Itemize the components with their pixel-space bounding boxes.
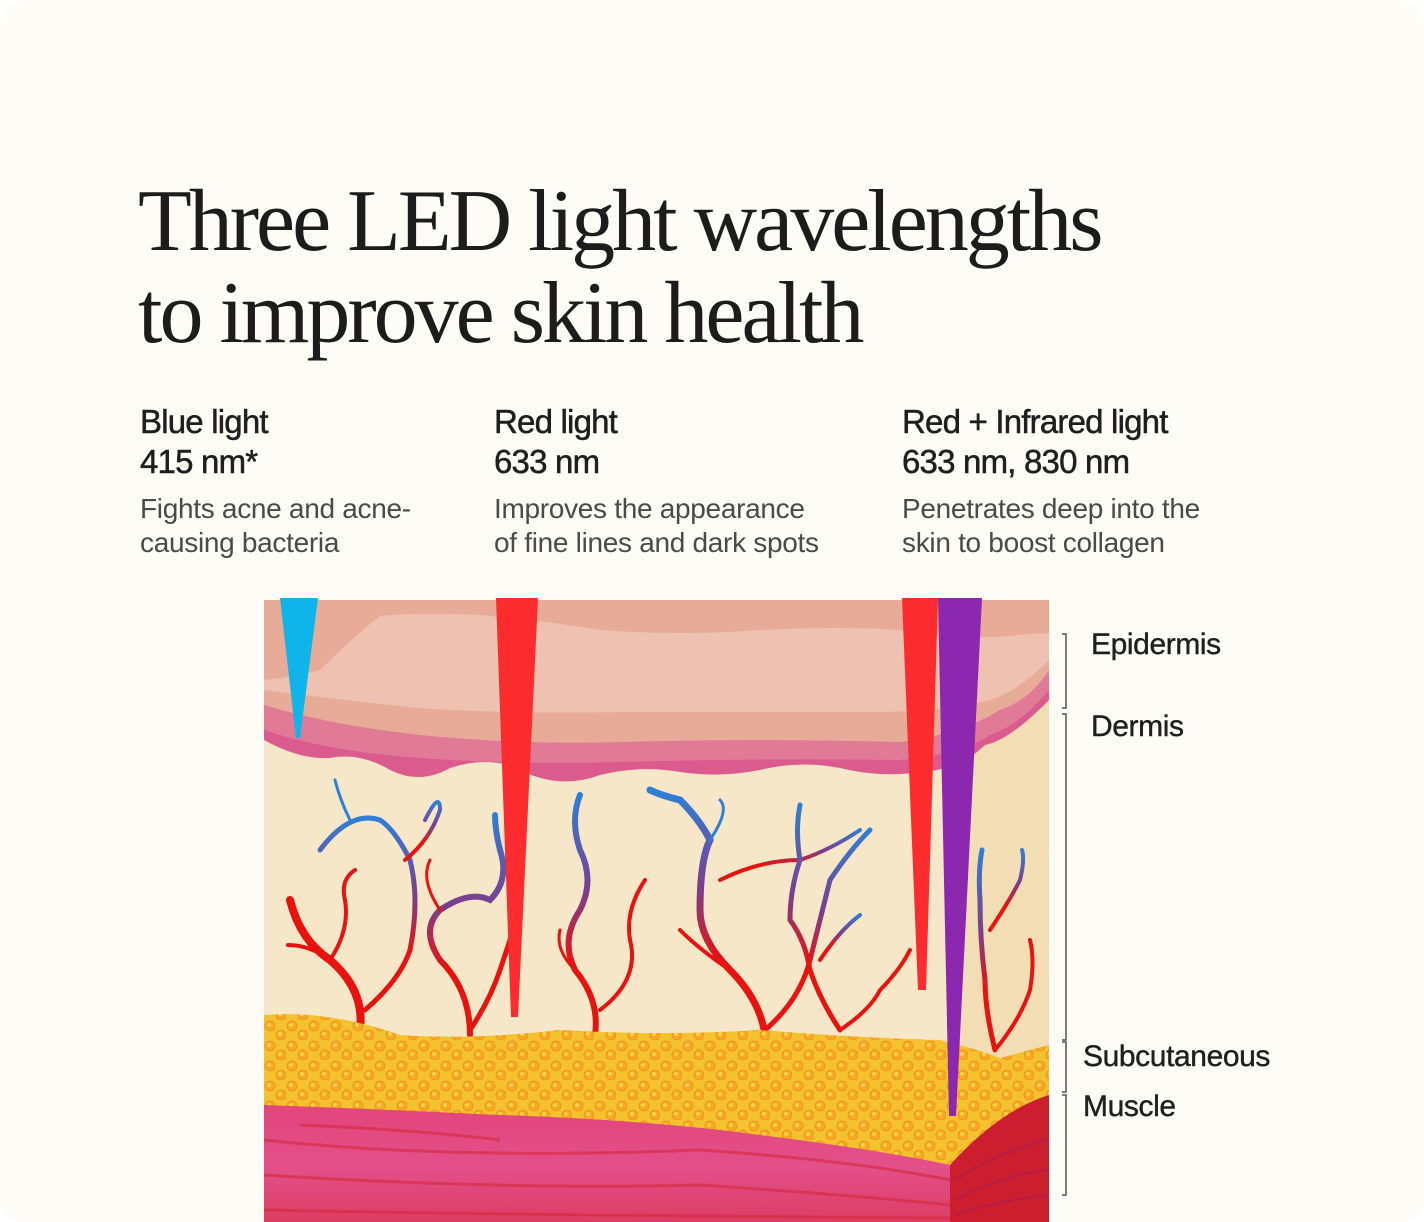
column-red-infrared-light: Red + Infrared light 633 nm, 830 nm Pene… — [902, 402, 1272, 560]
light-name: Blue light — [140, 403, 269, 441]
label-muscle: Muscle — [1083, 1090, 1176, 1123]
label-subcutaneous: Subcutaneous — [1083, 1040, 1271, 1073]
label-epidermis: Epidermis — [1091, 628, 1222, 661]
red-light-beam-combo — [902, 598, 938, 990]
desc-line: Fights acne and acne- — [140, 493, 411, 524]
layer-brackets — [1062, 633, 1067, 1196]
epidermis-top — [264, 613, 1049, 713]
title-line-1: Three LED light wavelengths — [138, 173, 1103, 270]
column-blue-light: Blue light 415 nm* Fights acne and acne-… — [140, 402, 510, 560]
light-name: Red light — [494, 403, 618, 441]
light-wavelength: 415 nm* — [140, 443, 259, 481]
column-red-light: Red light 633 nm Improves the appearance… — [494, 402, 874, 560]
desc-line: Penetrates deep into the — [902, 493, 1200, 524]
desc-line: skin to boost collagen — [902, 527, 1165, 558]
infrared-light-beam — [938, 598, 982, 1116]
light-wavelength: 633 nm — [494, 443, 601, 481]
light-wavelength: 633 nm, 830 nm — [902, 443, 1131, 481]
desc-line: Improves the appearance — [494, 493, 805, 524]
light-description: Penetrates deep into the skin to boost c… — [902, 492, 1272, 560]
blood-vessels — [286, 778, 1035, 1053]
blue-light-beam — [280, 598, 318, 738]
light-description: Improves the appearance of fine lines an… — [494, 492, 874, 560]
label-dermis: Dermis — [1091, 710, 1184, 743]
desc-line: of fine lines and dark spots — [494, 527, 819, 558]
light-description: Fights acne and acne- causing bacteria — [140, 492, 510, 560]
page-title: Three LED light wavelengths to improve s… — [138, 176, 1288, 360]
title-line-2: to improve skin health — [138, 265, 864, 362]
light-name: Red + Infrared light — [902, 403, 1169, 441]
red-light-beam — [496, 598, 538, 1017]
desc-line: causing bacteria — [140, 527, 340, 558]
